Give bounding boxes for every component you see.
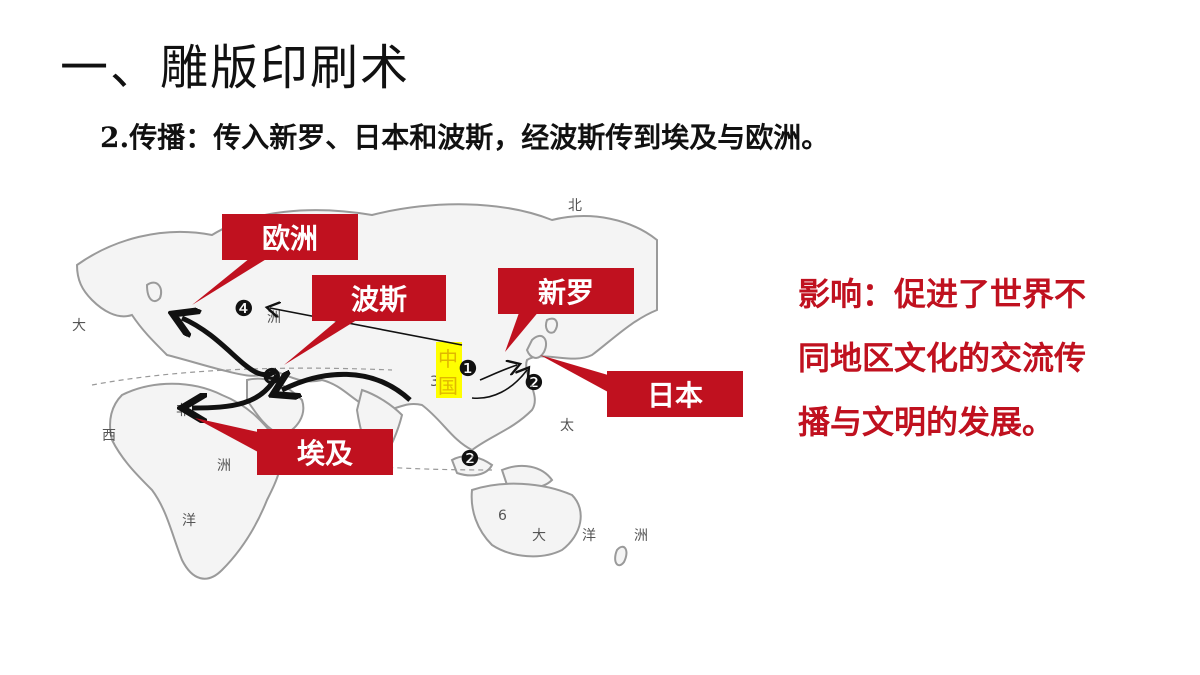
marker-1: ❶ [458,357,478,382]
slide-title: 一、雕版印刷术 [60,40,411,96]
map-label-yang2: 洋 [582,528,596,544]
china-char-2: 国 [438,374,458,398]
marker-2-japan: ❷ [524,371,544,396]
map-label-yang: 洋 [182,513,196,529]
callout-egypt: 埃及 [257,429,393,475]
spread-arrows [182,308,527,408]
impact-text: 促进了世界不同地区文化的交流传播与文明的发展。 [798,275,1087,441]
map-label-zhou: 洲 [217,458,231,474]
callout-persia: 波斯 [312,275,446,321]
map-label-six: 6 [498,508,507,524]
china-char-1: 中 [438,347,458,371]
impact-label: 影响： [798,275,895,313]
marker-4: ❹ [234,297,254,322]
map-label-three: 3 [430,374,439,390]
slide-subtitle: 2.传播：传入新罗、日本和波斯，经波斯传到埃及与欧洲。 [100,121,830,154]
map-label-tai: 太 [560,418,574,434]
impact-text-block: 影响：促进了世界不同地区文化的交流传播与文明的发展。 [798,262,1098,454]
map-label-da: 大 [72,318,86,334]
map-label-da2: 大 [532,528,546,544]
marker-2-southeast: ❷ [460,447,480,472]
callout-japan: 日本 [607,371,743,417]
callout-silla: 新罗 [498,268,634,314]
china-label: 中 国 [436,342,462,398]
callout-europe: 欧洲 [222,214,358,260]
map-label-xi: 西 [102,428,116,444]
marker-3: ❸ [262,365,282,390]
world-map: 北 大 西 非 洋 洲 洲 太 大 洋 洲 6 3 中 国 ❶ ❷ ❷ ❸ ❹ [72,198,658,580]
map-label-zhou3: 洲 [634,528,648,544]
map-label-north: 北 [568,198,582,214]
